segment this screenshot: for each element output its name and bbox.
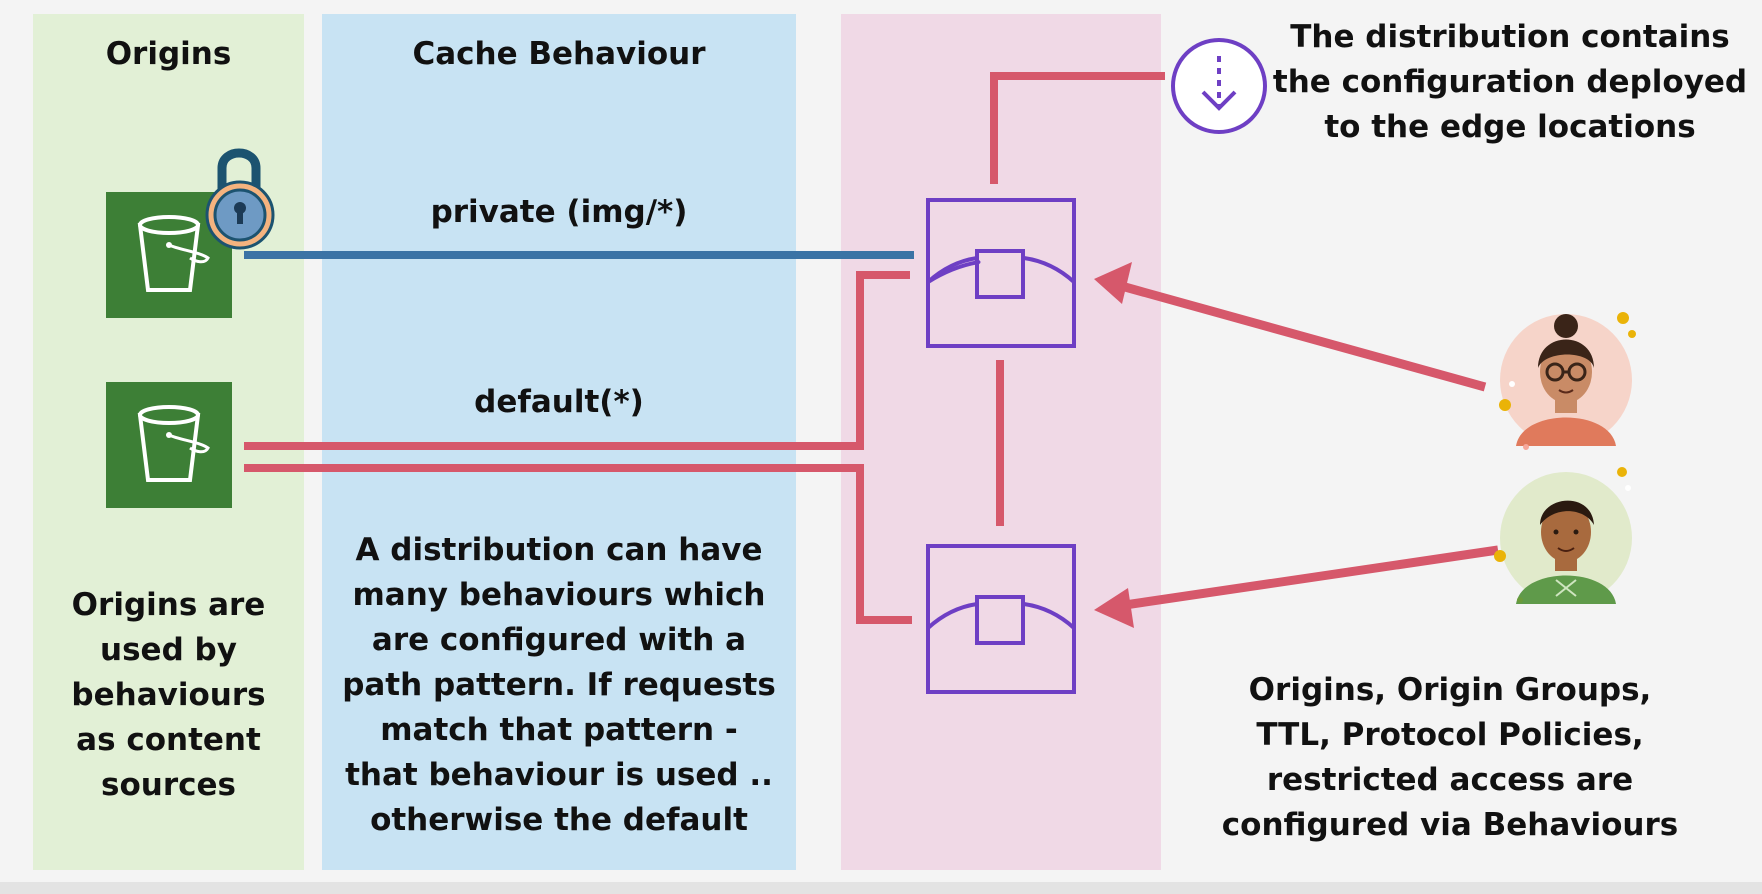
- distribution-link-lines: [990, 72, 1165, 526]
- distribution-note-line: to the edge locations: [1324, 109, 1696, 145]
- distribution-note-line: The distribution contains: [1290, 19, 1730, 55]
- request-arrow-top: [1094, 262, 1487, 392]
- behaviours-description-line: are configured with a: [371, 622, 747, 658]
- origins-heading: Origins: [105, 36, 232, 72]
- behaviours-description-line: otherwise the default: [370, 802, 748, 838]
- origins-description: Origins are used by behaviours as conten…: [33, 583, 304, 808]
- distribution-note: The distribution contains the configurat…: [1270, 15, 1750, 150]
- behaviours-config-note-line: TTL, Protocol Policies,: [1256, 717, 1644, 753]
- default-bucket-icon: [106, 382, 232, 508]
- behaviours-description-line: match that pattern -: [380, 712, 738, 748]
- behaviours-config-note-line: Origins, Origin Groups,: [1248, 672, 1652, 708]
- padlock-icon: [205, 148, 275, 250]
- behaviours-description-line: many behaviours which: [352, 577, 766, 613]
- origins-description-line: sources: [101, 767, 236, 803]
- user-avatar-man: [1494, 467, 1632, 604]
- origins-description-line: behaviours: [71, 677, 266, 713]
- behaviours-description: A distribution can have many behaviours …: [322, 528, 796, 843]
- private-path-label: private (img/*): [430, 194, 688, 230]
- edge-location-icon-top: [926, 198, 1076, 348]
- origins-description-line: used by: [100, 632, 237, 668]
- bottom-divider: [0, 882, 1762, 894]
- cache-behaviour-heading: Cache Behaviour: [412, 36, 706, 72]
- origins-description-line: as content: [76, 722, 261, 758]
- behaviours-description-line: A distribution can have: [355, 532, 763, 568]
- behaviours-description-line: that behaviour is used ..: [345, 757, 773, 793]
- behaviours-config-note: Origins, Origin Groups, TTL, Protocol Po…: [1210, 668, 1690, 848]
- behaviours-config-note-line: restricted access are: [1266, 762, 1634, 798]
- distribution-icon: [1171, 38, 1267, 134]
- request-arrow-bottom: [1094, 545, 1499, 628]
- default-path-label: default(*): [474, 384, 644, 420]
- default-path-lines: [244, 271, 912, 624]
- edge-location-icon-bottom: [926, 544, 1076, 694]
- behaviours-config-note-line: configured via Behaviours: [1221, 807, 1679, 843]
- distribution-note-line: the configuration deployed: [1272, 64, 1748, 100]
- origins-description-line: Origins are: [71, 587, 266, 623]
- behaviours-description-line: path pattern. If requests: [342, 667, 776, 703]
- user-avatar-woman: [1499, 312, 1636, 450]
